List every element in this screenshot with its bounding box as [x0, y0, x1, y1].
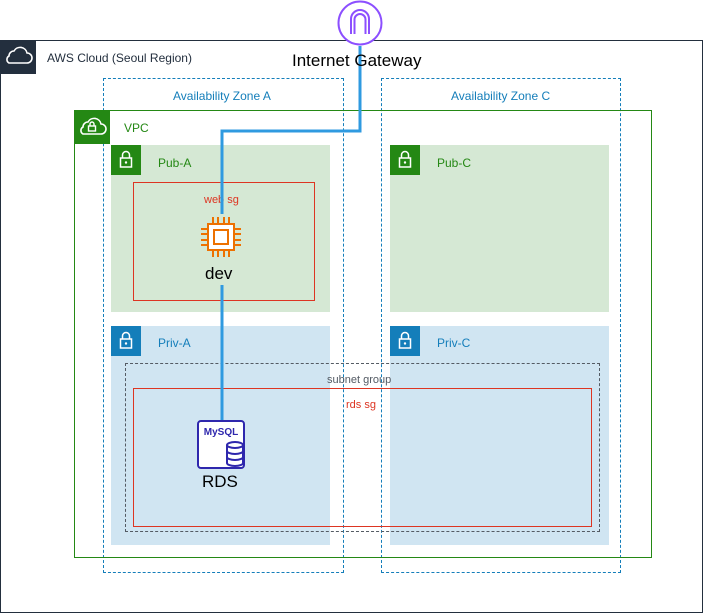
- subnet-priv-c: [390, 326, 609, 545]
- connection-igw-to-ec2: [220, 46, 362, 214]
- subnet-pub-c-label: Pub-C: [437, 156, 472, 170]
- db-subnet-group: [125, 363, 600, 532]
- lock-icon: [111, 326, 141, 356]
- availability-zone-a: [103, 78, 344, 573]
- internet-gateway-icon: [337, 0, 383, 46]
- aws-cloud-label: AWS Cloud (Seoul Region): [47, 51, 192, 65]
- availability-zone-a-label: Availability Zone A: [173, 89, 271, 103]
- rds-instance-label: RDS: [202, 472, 238, 491]
- web-security-group: [133, 182, 315, 301]
- internet-gateway-label: Internet Gateway: [292, 51, 422, 70]
- subnet-pub-c: [390, 145, 609, 312]
- vpc-cloud-lock-icon: [74, 110, 110, 144]
- rds-mysql-badge: MySQL: [204, 427, 238, 438]
- lock-icon: [111, 145, 141, 175]
- rds-security-group: [133, 388, 592, 527]
- availability-zone-c-label: Availability Zone C: [451, 89, 551, 103]
- ec2-instance-label: dev: [205, 264, 233, 283]
- db-subnet-group-label: subnet group: [327, 374, 392, 386]
- rds-mysql-icon: MySQL: [197, 420, 249, 470]
- lock-icon: [390, 326, 420, 356]
- vpc-container: [74, 110, 652, 558]
- vpc-label: VPC: [124, 121, 149, 135]
- lock-icon: [390, 145, 420, 175]
- availability-zone-c: [381, 78, 621, 573]
- subnet-priv-c-label: Priv-C: [437, 336, 471, 350]
- rds-security-group-label: rds sg: [346, 399, 376, 411]
- ec2-instance-chip-icon: [198, 214, 244, 260]
- subnet-priv-a-label: Priv-A: [158, 336, 191, 350]
- cloud-icon: [0, 40, 36, 74]
- subnet-pub-a-label: Pub-A: [158, 156, 192, 170]
